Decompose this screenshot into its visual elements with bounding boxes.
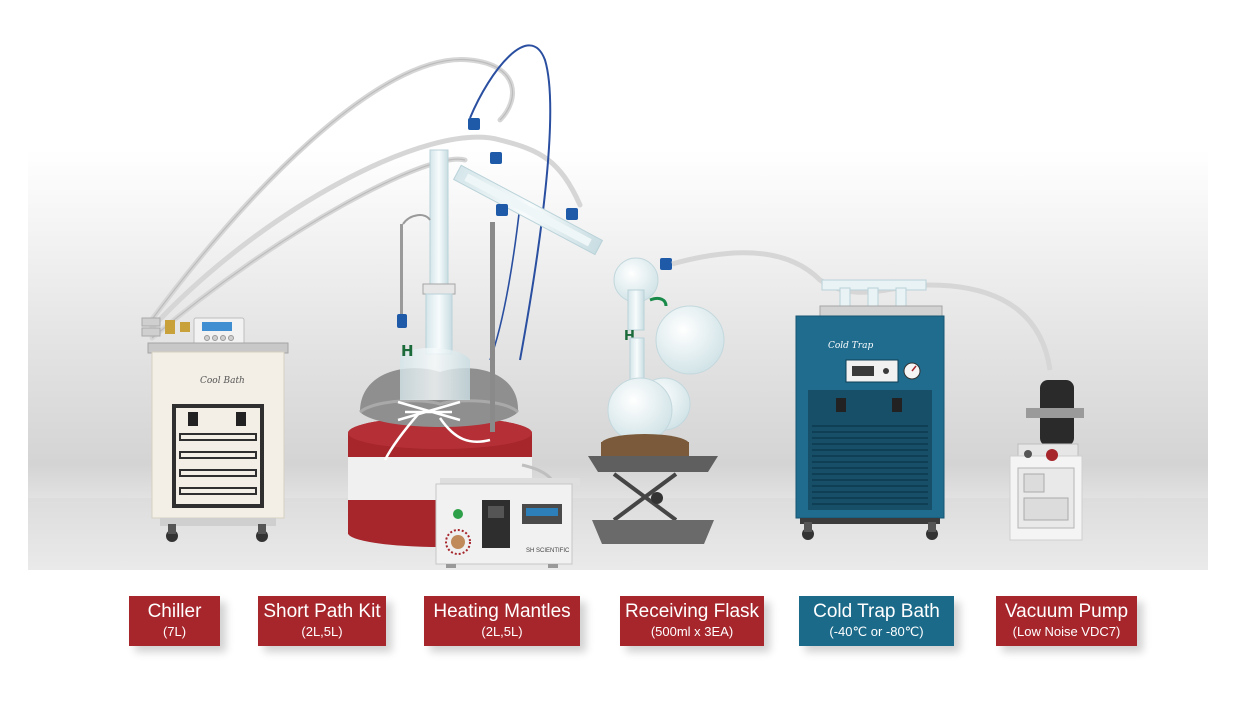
chiller-brand: Cool Bath bbox=[200, 376, 245, 386]
label-cold-trap-bath-sub: (-40℃ or -80℃) bbox=[829, 624, 924, 639]
label-vacuum-pump: Vacuum Pump (Low Noise VDC7) bbox=[996, 596, 1137, 646]
label-chiller: Chiller (7L) bbox=[129, 596, 220, 646]
label-vacuum-pump-title: Vacuum Pump bbox=[1004, 601, 1129, 622]
thermocouple-wire bbox=[469, 44, 552, 361]
heater-brand: SH SCIENTIFIC bbox=[526, 548, 570, 554]
svg-text:H: H bbox=[624, 329, 635, 344]
label-chiller-title: Chiller bbox=[147, 601, 202, 622]
label-cold-trap-bath-title: Cold Trap Bath bbox=[813, 601, 940, 622]
cold-trap-bath: Cold Trap bbox=[795, 279, 945, 540]
label-short-path-kit-sub: (2L,5L) bbox=[301, 624, 343, 639]
vacuum-pump bbox=[1009, 380, 1084, 541]
stand-rod bbox=[490, 222, 495, 432]
label-receiving-flask-title: Receiving Flask bbox=[624, 601, 760, 622]
label-cold-trap-bath: Cold Trap Bath (-40℃ or -80℃) bbox=[799, 596, 954, 646]
lab-jack bbox=[588, 434, 718, 544]
label-receiving-flask-sub: (500ml x 3EA) bbox=[650, 624, 734, 639]
vacuum-tube-2 bbox=[904, 282, 1053, 371]
label-heating-mantles: Heating Mantles (2L,5L) bbox=[424, 596, 580, 646]
heating-controller: SH SCIENTIFIC bbox=[435, 478, 580, 568]
cap-1 bbox=[468, 118, 480, 130]
label-vacuum-pump-sub: (Low Noise VDC7) bbox=[1012, 624, 1121, 639]
label-heating-mantles-sub: (2L,5L) bbox=[481, 624, 523, 639]
label-heating-mantles-title: Heating Mantles bbox=[433, 601, 571, 622]
chiller: Cool Bath bbox=[141, 317, 289, 542]
label-chiller-sub: (7L) bbox=[162, 624, 187, 639]
cold-trap-brand: Cold Trap bbox=[828, 341, 873, 351]
label-short-path-kit: Short Path Kit (2L,5L) bbox=[258, 596, 386, 646]
short-path-glassware: H H bbox=[397, 118, 725, 443]
label-short-path-kit-title: Short Path Kit bbox=[263, 601, 381, 622]
label-receiving-flask: Receiving Flask (500ml x 3EA) bbox=[620, 596, 764, 646]
svg-text:H: H bbox=[401, 342, 414, 360]
